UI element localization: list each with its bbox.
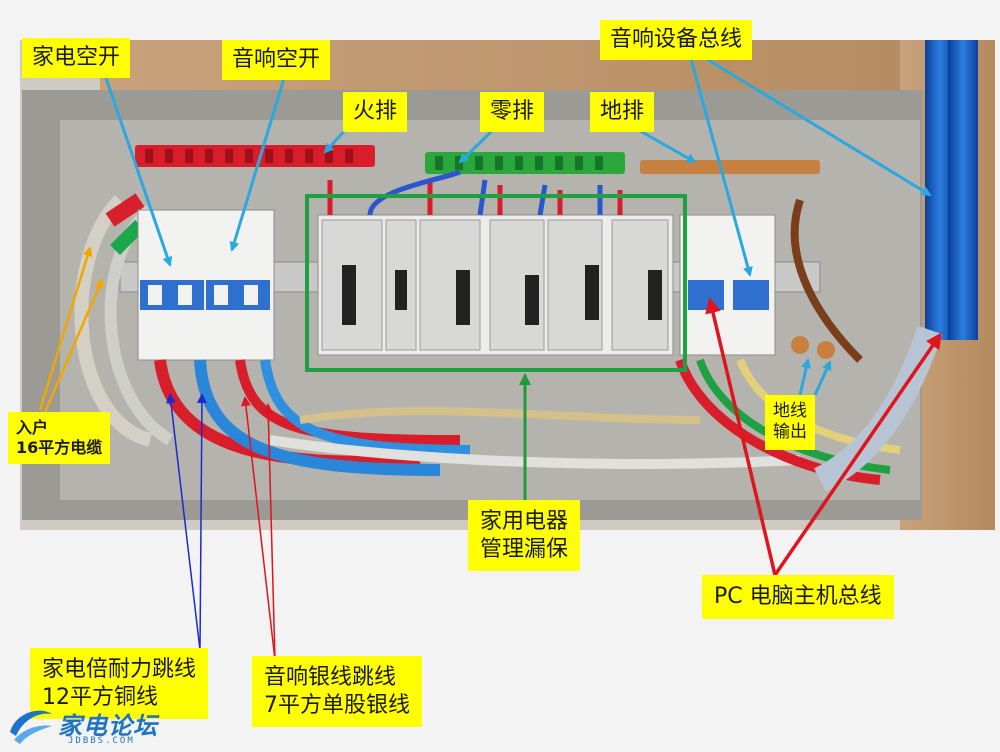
label-audio-jumper-line2: 7平方单股银线 bbox=[264, 692, 410, 718]
arrow-appliance-jumper-2 bbox=[196, 393, 207, 651]
arrow-audio-breaker bbox=[229, 74, 287, 252]
watermark-site: JDBBS.COM bbox=[68, 736, 135, 746]
arrow-audio-jumper-1 bbox=[240, 396, 276, 661]
arrow-audio-main-right bbox=[699, 53, 932, 197]
label-audio-breaker: 音响空开 bbox=[222, 40, 331, 80]
label-appliance-breaker: 家电空开 bbox=[22, 38, 131, 78]
label-live-bar: 火排 bbox=[343, 92, 408, 132]
label-audio-jumper: 音响银线跳线 7平方单股银线 bbox=[252, 656, 422, 727]
arrow-appliance-jumper-1 bbox=[165, 393, 201, 651]
arrow-audio-jumper-2 bbox=[263, 403, 276, 661]
label-appliance-jumper: 家电倍耐力跳线 12平方铜线 bbox=[30, 648, 209, 719]
label-audio-jumper-line1: 音响银线跳线 bbox=[264, 665, 397, 690]
label-ground-bar: 地排 bbox=[590, 92, 655, 132]
label-audio-main-line: 音响设备总线 bbox=[600, 20, 753, 60]
label-rcd-line1: 家用电器 bbox=[480, 509, 569, 534]
label-pc-main-line: PC 电脑主机总线 bbox=[702, 575, 894, 619]
arrow-ground-output-1 bbox=[798, 358, 812, 396]
arrow-ground-output-2 bbox=[813, 360, 832, 396]
label-ground-output-line2: 输出 bbox=[773, 422, 807, 443]
label-ground-output: 地线 输出 bbox=[765, 395, 815, 450]
arrow-pc-2 bbox=[773, 332, 942, 576]
label-appliance-jumper-line1: 家电倍耐力跳线 bbox=[42, 657, 197, 682]
arrow-pc-1 bbox=[705, 297, 777, 576]
label-service-entry-line2: 16平方电缆 bbox=[16, 438, 103, 457]
arrow-neutral-bar bbox=[458, 126, 497, 164]
ground-busbar bbox=[640, 160, 820, 174]
label-ground-output-line1: 地线 bbox=[773, 401, 807, 421]
label-rcd-line2: 管理漏保 bbox=[480, 536, 569, 562]
arrow-ground-bar bbox=[634, 126, 697, 164]
watermark-logo: 家电论坛 JDBBS.COM bbox=[6, 702, 186, 750]
label-appliance-jumper-line2: 12平方铜线 bbox=[42, 684, 158, 710]
arrow-audio-main-left bbox=[688, 54, 753, 277]
label-service-entry-line1: 入户 bbox=[16, 418, 49, 437]
watermark-name: 家电论坛 bbox=[58, 712, 158, 740]
arrow-appliance-breaker bbox=[103, 74, 173, 267]
logo-swoosh-icon bbox=[10, 710, 52, 744]
rcd-highlight-frame bbox=[305, 194, 687, 372]
label-neutral-bar: 零排 bbox=[480, 92, 545, 132]
label-service-entry: 入户 16平方电缆 bbox=[8, 412, 111, 464]
arrow-entry-1 bbox=[38, 246, 93, 411]
label-rcd: 家用电器 管理漏保 bbox=[468, 500, 581, 571]
live-busbar bbox=[135, 145, 375, 167]
arrow-entry-2 bbox=[43, 278, 104, 413]
